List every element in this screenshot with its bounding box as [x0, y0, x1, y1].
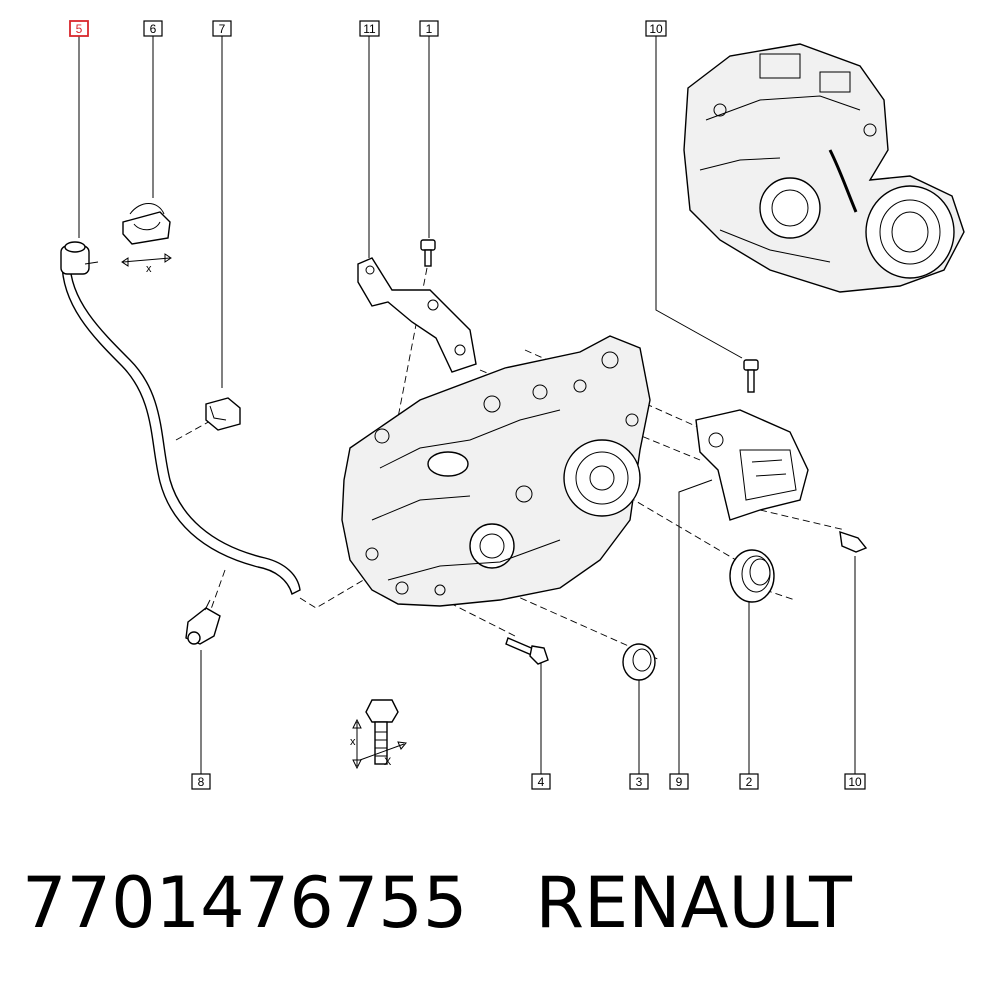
bolt-diameter-label: X [384, 756, 392, 768]
callout-label: 7 [219, 22, 226, 36]
clip-dimension-label: x [146, 263, 152, 275]
leader-lines [78, 36, 856, 774]
bolt-length-label: x [350, 736, 356, 748]
oil-seal-large [729, 549, 775, 603]
actuator-support [695, 409, 809, 521]
callout-11: 11 [359, 20, 380, 37]
part-caption: 7701476755 RENAULT [22, 858, 852, 948]
callout-2: 2 [739, 773, 759, 790]
part-number: 7701476755 [22, 862, 468, 944]
callout-label: 1 [426, 22, 433, 36]
callout-label: 2 [746, 775, 753, 789]
bolt-long [505, 637, 549, 665]
callout-10-bottom: 10 [844, 773, 866, 790]
brand-name: RENAULT [535, 862, 852, 944]
bolt-1 [420, 239, 436, 267]
callout-label: 4 [538, 775, 545, 789]
callout-10-top: 10 [645, 20, 667, 37]
callout-label: 3 [636, 775, 643, 789]
callout-9: 9 [669, 773, 689, 790]
callout-label: 11 [363, 22, 376, 36]
callout-7: 7 [212, 20, 232, 37]
callout-4: 4 [531, 773, 551, 790]
mounting-bracket [357, 257, 477, 373]
callout-1: 1 [419, 20, 439, 37]
breather-hose [60, 241, 301, 596]
callout-label: 8 [198, 775, 205, 789]
hose-clip: x [121, 203, 172, 275]
callout-label: 10 [649, 22, 663, 36]
oil-seal-small [622, 643, 656, 681]
gearbox-housing [341, 335, 651, 607]
gearbox-inset-view [683, 43, 965, 293]
hose-connector [185, 599, 221, 645]
callout-5-top: 5 [69, 20, 89, 37]
bolt-10-top [743, 359, 759, 393]
callout-3: 3 [629, 773, 649, 790]
callout-label: 5 [76, 22, 83, 36]
bolt-10-lower [839, 530, 868, 553]
callout-8: 8 [191, 773, 211, 790]
callout-6: 6 [143, 20, 163, 37]
bolt-dimension-figure: x X [350, 699, 407, 770]
callout-label: 9 [676, 775, 683, 789]
callout-label: 10 [848, 775, 862, 789]
retaining-clip [205, 397, 241, 431]
callout-label: 6 [150, 22, 157, 36]
